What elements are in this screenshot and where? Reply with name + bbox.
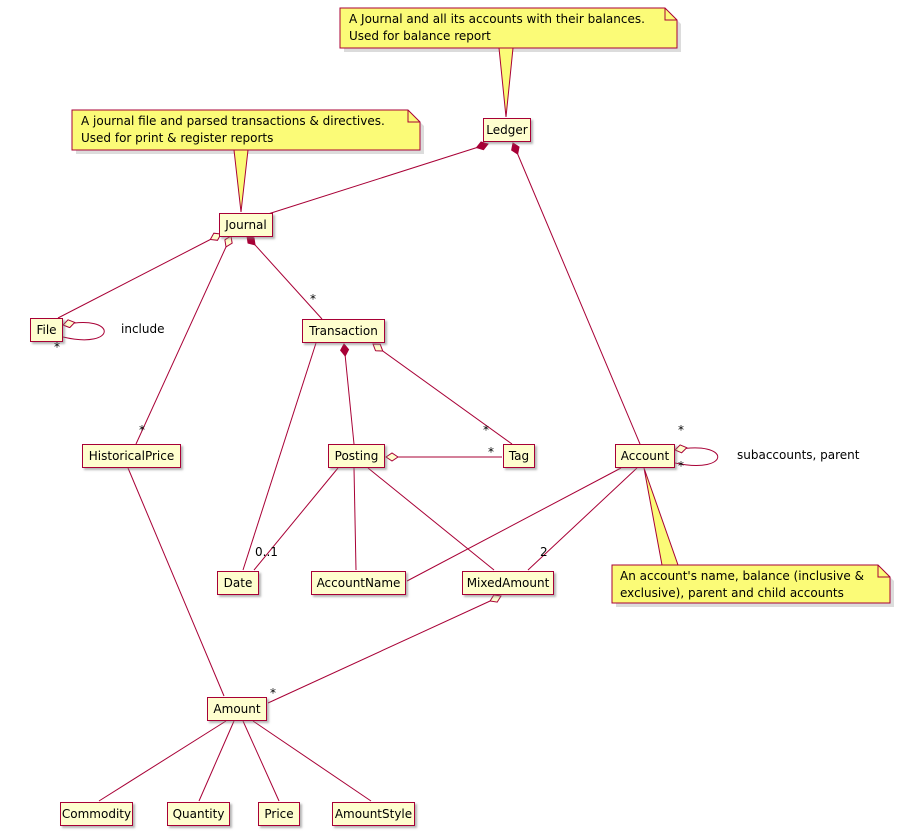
class-quantity: Quantity: [167, 802, 230, 826]
edge-historicalprice-amount: [127, 467, 225, 697]
edge-file-self-loop: [63, 323, 105, 341]
note-pointers: [233, 47, 679, 566]
edge-file-journal: [57, 234, 221, 319]
note-shapes: [71, 7, 891, 604]
class-posting: Posting: [328, 444, 385, 468]
edge-posting-accountname: [353, 467, 357, 571]
class-date-label: Date: [223, 576, 253, 590]
edge-label-include: include: [121, 322, 165, 336]
class-amount-style: AmountStyle: [332, 802, 415, 826]
edge-posting-date: [253, 467, 339, 571]
class-account-label: Account: [620, 449, 670, 463]
note-pointer-account: [643, 467, 679, 566]
class-mixed-amount-label: MixedAmount: [466, 576, 550, 590]
class-price-label: Price: [264, 807, 294, 821]
note-ledger-shape: [339, 7, 678, 49]
class-file-label: File: [36, 323, 57, 337]
cardinality-transaction-tag: *: [483, 423, 489, 437]
note-ledger-line1: A Journal and all its accounts with thei…: [349, 12, 645, 26]
edge-amount-commodity: [98, 720, 227, 802]
class-price: Price: [258, 802, 300, 826]
edge-account-self-loop: [675, 448, 718, 466]
class-amount: Amount: [207, 697, 267, 721]
cardinality-posting-date: 0..1: [255, 545, 278, 559]
note-shadows: [76, 12, 894, 607]
cardinality-file-include: *: [54, 340, 60, 354]
class-journal: Journal: [219, 213, 273, 237]
cardinality-posting-tag: *: [488, 445, 494, 459]
cardinality-account-mixed-amount: 2: [540, 545, 548, 559]
edge-amount-quantity: [198, 720, 235, 802]
class-tag: Tag: [503, 444, 535, 468]
note-account-line1: An account's name, balance (inclusive &: [620, 569, 864, 583]
edge-amount-price: [242, 720, 280, 802]
note-journal-line1: A journal file and parsed transactions &…: [81, 114, 385, 128]
note-pointer-ledger: [498, 47, 514, 118]
edge-account-mixedamount: [527, 467, 638, 571]
cardinality-account-self: *: [678, 459, 684, 473]
cardinality-mixed-amount-amount: *: [270, 686, 276, 700]
note-ledger-line2: Used for balance report: [349, 29, 491, 43]
class-date: Date: [217, 571, 259, 595]
edge-amount-amountstyle: [252, 720, 372, 802]
edge-transaction-date: [242, 342, 317, 571]
edges: [57, 143, 718, 802]
class-historical-price: HistoricalPrice: [82, 444, 181, 468]
class-account: Account: [615, 444, 675, 468]
note-account-shape: [611, 564, 891, 604]
class-quantity-label: Quantity: [172, 807, 225, 821]
edge-posting-mixedamount: [367, 467, 495, 571]
edge-transaction-journal: [247, 236, 323, 320]
edge-account-accountname: [406, 467, 622, 582]
edge-journal-ledger: [267, 144, 488, 215]
class-amount-label: Amount: [213, 702, 261, 716]
class-file: File: [30, 318, 63, 342]
class-ledger-label: Ledger: [486, 123, 528, 137]
note-journal-fold-icon: [407, 110, 420, 123]
note-journal-shape: [71, 109, 421, 151]
edge-account-ledger: [513, 143, 641, 445]
class-posting-label: Posting: [334, 449, 379, 463]
cardinality-journal-transaction: *: [310, 292, 316, 306]
note-account-line2: exclusive), parent and child accounts: [620, 586, 844, 600]
class-commodity: Commodity: [60, 802, 133, 826]
class-transaction-label: Transaction: [309, 324, 378, 338]
note-account-fold-icon: [877, 565, 890, 578]
edge-historicalprice-journal: [135, 236, 231, 445]
class-tag-label: Tag: [508, 449, 530, 463]
cardinality-journal-historical-price: *: [139, 423, 145, 437]
edge-tag-transaction: [373, 344, 513, 445]
class-historical-price-label: HistoricalPrice: [88, 449, 175, 463]
note-journal: A journal file and parsed transactions &…: [81, 113, 385, 147]
edge-label-subaccounts-parent: subaccounts, parent: [737, 448, 860, 462]
cardinality-ledger-account: *: [678, 423, 684, 437]
note-ledger: A Journal and all its accounts with thei…: [349, 11, 645, 45]
note-journal-line2: Used for print & register reports: [81, 131, 274, 145]
class-journal-label: Journal: [225, 218, 267, 232]
class-ledger: Ledger: [483, 118, 531, 142]
note-ledger-fold-icon: [664, 8, 677, 21]
edge-amount-mixedamount: [267, 596, 501, 704]
note-pointer-journal: [233, 149, 249, 213]
class-account-name: AccountName: [311, 571, 406, 595]
class-commodity-label: Commodity: [61, 807, 132, 821]
edge-posting-transaction: [344, 344, 355, 445]
class-mixed-amount: MixedAmount: [462, 571, 554, 595]
note-account: An account's name, balance (inclusive & …: [620, 568, 864, 602]
class-account-name-label: AccountName: [316, 576, 401, 590]
class-transaction: Transaction: [302, 319, 385, 343]
class-amount-style-label: AmountStyle: [334, 807, 413, 821]
